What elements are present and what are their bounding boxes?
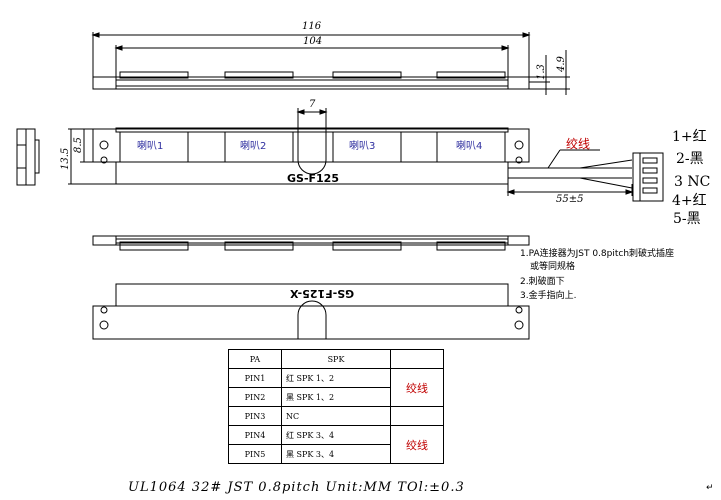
- pin-mapping-table: PA SPK PIN1 红 SPK 1、2 绞线 PIN2 黑 SPK 1、2 …: [228, 349, 444, 464]
- part-number: GS-F125: [287, 172, 339, 185]
- connector-pin-5: 5-黑: [673, 211, 701, 227]
- note-line-4: 3.金手指向上.: [520, 291, 577, 301]
- dim-thickness-total: 4.9: [556, 56, 567, 72]
- table-header-pa: PA: [228, 349, 282, 369]
- table-cell-pin: PIN2: [228, 387, 282, 407]
- dim-overall-length: 116: [302, 21, 322, 32]
- table-cell-spk: NC: [281, 406, 391, 426]
- back-view: [92, 283, 530, 340]
- table-cell-spk: 红 SPK 3、4: [281, 425, 391, 445]
- table-row: PIN5 黑 SPK 3、4: [228, 444, 444, 464]
- table-row: PIN4 红 SPK 3、4 绞线: [228, 425, 444, 464]
- table-cell-spk: 红 SPK 1、2: [281, 368, 391, 388]
- dim-cable-length: 55±5: [556, 194, 584, 205]
- table-cell-note: 绞线: [390, 425, 444, 464]
- speaker-label-3: 喇叭3: [349, 141, 376, 152]
- note-line-3: 2.刺破面下: [520, 277, 565, 287]
- dim-inner-length: 104: [303, 36, 323, 47]
- note-line-2: 或等同规格: [530, 262, 576, 272]
- table-header-note: [390, 349, 444, 369]
- table-header-spk: SPK: [281, 349, 391, 369]
- dim-notch-width: 7: [309, 99, 316, 110]
- dim-height-inner: 8.5: [73, 137, 84, 153]
- table-row: PIN1 红 SPK 1、2 绞线: [228, 368, 444, 407]
- table-cell-note: 绞线: [390, 368, 444, 407]
- table-header-row: PA SPK: [228, 349, 444, 369]
- spec-footer: UL1064 32# JST 0.8pitch Unit:MM TOl:±0.3: [128, 480, 465, 495]
- connector-pin-3: 3 NC: [674, 174, 711, 190]
- speaker-label-2: 喇叭2: [240, 141, 267, 152]
- connector-pin-4: 4+红: [672, 193, 707, 209]
- speaker-label-4: 喇叭4: [456, 141, 483, 152]
- table-row: PIN2 黑 SPK 1、2: [228, 387, 444, 407]
- paragraph-mark: ↵: [706, 483, 714, 493]
- wire-label: 绞线: [566, 137, 591, 151]
- front-view: [68, 108, 664, 202]
- connector-pin-1: 1+红: [672, 129, 707, 145]
- speaker-label-1: 喇叭1: [137, 141, 164, 152]
- table-cell-note: [390, 406, 444, 426]
- table-cell-spk: 黑 SPK 1、2: [281, 387, 391, 407]
- table-cell-pin: PIN3: [228, 406, 282, 426]
- table-cell-pin: PIN5: [228, 444, 282, 464]
- table-cell-spk: 黑 SPK 3、4: [281, 444, 391, 464]
- table-cell-pin: PIN4: [228, 425, 282, 445]
- table-cell-pin: PIN1: [228, 368, 282, 388]
- table-row: PIN3 NC: [228, 406, 444, 426]
- top-side-view: [91, 32, 570, 95]
- dim-height-total: 13.5: [60, 147, 71, 170]
- bottom-side-view: [92, 235, 530, 251]
- part-number-mirrored: GS-F125-X: [290, 287, 355, 300]
- connector-pin-2: 2-黑: [676, 151, 704, 167]
- note-line-1: 1.PA连接器为JST 0.8pitch刺破式插座: [520, 249, 675, 259]
- end-view: [16, 128, 40, 186]
- dim-thickness-small: 1.3: [536, 64, 547, 80]
